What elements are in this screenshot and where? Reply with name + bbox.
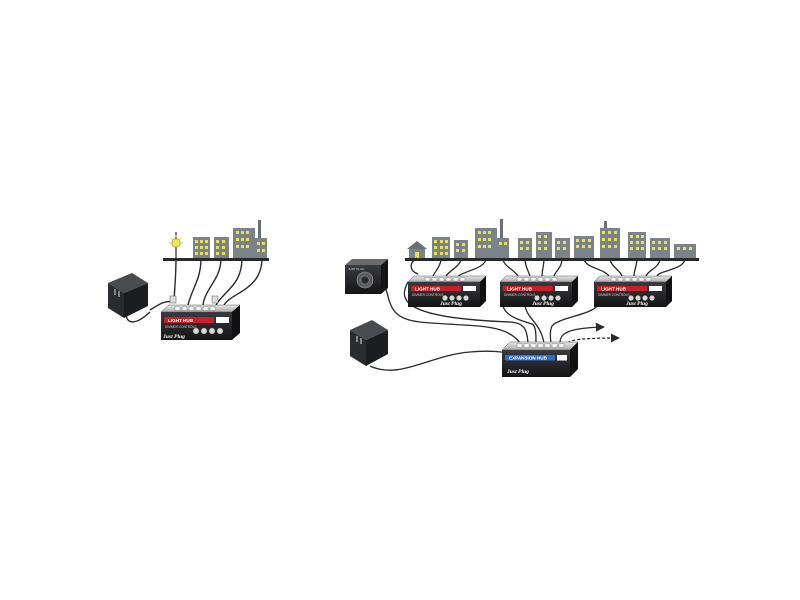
building-icon: [674, 244, 696, 258]
hub-label-strip: [164, 317, 214, 323]
ground-line: [405, 258, 699, 261]
building-icon: [214, 237, 229, 258]
expanded-setup-diagram: JUST PLUG LIGHT HUB DIMMER CONTROLS: [345, 219, 699, 377]
light-hub: LIGHT HUB DIMMER CONTROLS Just Plug: [593, 275, 673, 307]
output-arrow: [559, 322, 605, 344]
building-icon: [454, 240, 468, 258]
brand-logo: Just Plug: [625, 301, 648, 307]
light-hub: LIGHT HUB DIMMER CONTROLS Just Plug: [499, 275, 579, 307]
factory-building-icon: [233, 220, 267, 258]
hub-label-strip: [411, 286, 461, 291]
brand-logo: Just Plug: [531, 301, 554, 307]
light-hub: LIGHT HUB DIMMER CONTROLS Just Plug: [160, 304, 241, 340]
hub-label: LIGHT HUB: [168, 318, 194, 323]
ground-line: [163, 258, 269, 261]
hub-label: LIGHT HUB: [415, 286, 441, 291]
power-adapter-icon: [350, 320, 388, 366]
brand-logo: Just Plug: [506, 369, 529, 375]
camera-device-icon: JUST PLUG: [345, 259, 388, 294]
controls-caption: DIMMER CONTROLS: [412, 293, 444, 297]
wires: [369, 257, 686, 371]
controls-caption: DIMMER CONTROLS: [598, 293, 630, 297]
expansion-hub-label: EXPANSION HUB: [509, 356, 548, 361]
building-icon: [650, 238, 670, 258]
building-icon: [193, 237, 210, 258]
camera-label: JUST PLUG: [348, 267, 365, 271]
factory-building-icon: [600, 221, 620, 258]
building-icon: [574, 236, 594, 258]
controls-caption: DIMMER CONTROLS: [165, 325, 197, 329]
brand-logo: Just Plug: [162, 334, 185, 340]
simple-setup-diagram: LIGHT HUB DIMMER CONTROLS Just Plug: [108, 220, 269, 340]
lamp-icon: [169, 232, 183, 258]
factory-building-icon: [475, 219, 509, 258]
expansion-hub-label-strip: [505, 355, 555, 361]
plug-connector: [169, 295, 177, 304]
building-icon: [555, 238, 570, 258]
building-icon: [628, 232, 646, 258]
hub-label-strip: [503, 286, 553, 291]
hub-label: LIGHT HUB: [601, 286, 627, 291]
power-adapter-icon: [108, 273, 148, 318]
hub-label: LIGHT HUB: [507, 286, 533, 291]
building-icon: [536, 232, 552, 258]
hub-label-strip: [597, 286, 647, 291]
light-hub: LIGHT HUB DIMMER CONTROLS Just Plug: [407, 275, 487, 307]
controls-caption: DIMMER CONTROLS: [504, 293, 536, 297]
plug-connector: [211, 295, 219, 304]
house-icon: [407, 241, 427, 258]
building-icon: [432, 237, 450, 258]
building-icon: [518, 238, 532, 258]
expansion-hub: EXPANSION HUB Just Plug: [501, 341, 579, 377]
brand-logo: Just Plug: [439, 301, 462, 307]
